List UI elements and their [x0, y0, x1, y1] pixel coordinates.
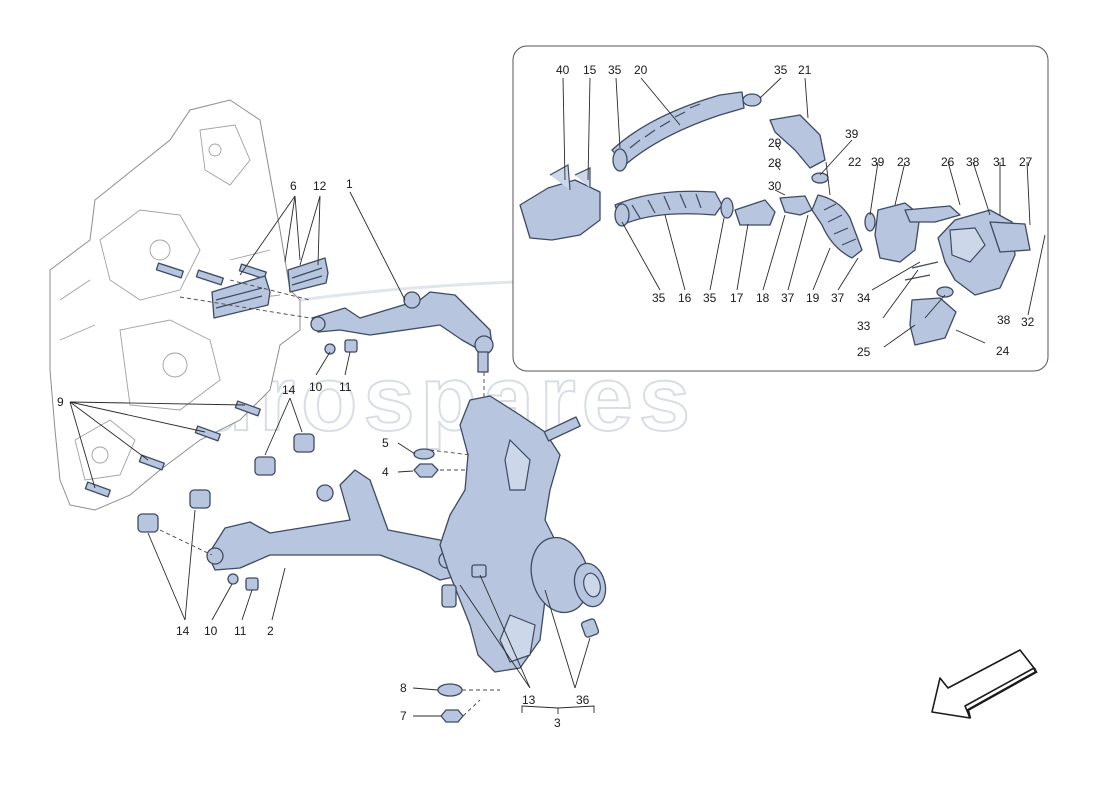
nut-11a — [344, 339, 358, 353]
callout-1: 1 — [346, 177, 353, 191]
lower-wishbone — [206, 469, 463, 581]
callout-25: 25 — [857, 345, 871, 359]
nut-4 — [413, 463, 439, 478]
callout-30: 30 — [768, 179, 782, 193]
callout-10-upper: 10 — [309, 380, 323, 394]
callout-6: 6 — [290, 179, 297, 193]
callout-13: 13 — [522, 693, 536, 707]
callout-37-b: 37 — [831, 291, 845, 305]
callout-22: 22 — [848, 155, 862, 169]
nut-7 — [440, 709, 464, 723]
callout-35-d: 35 — [703, 291, 717, 305]
callout-32: 32 — [1021, 315, 1035, 329]
callout-21: 21 — [798, 63, 812, 77]
callout-35-c: 35 — [652, 291, 666, 305]
callout-10-lower: 10 — [204, 624, 218, 638]
callout-38-b: 38 — [997, 313, 1011, 327]
washer-10b — [227, 573, 239, 585]
callout-31: 31 — [993, 155, 1007, 169]
callout-40: 40 — [556, 63, 570, 77]
callout-12: 12 — [313, 179, 327, 193]
callout-19: 19 — [806, 291, 820, 305]
callout-27: 27 — [1019, 155, 1033, 169]
callout-3: 3 — [554, 716, 561, 730]
callout-34: 34 — [857, 291, 871, 305]
upper-studs — [155, 262, 267, 286]
callout-4: 4 — [382, 465, 389, 479]
callout-28: 28 — [768, 156, 782, 170]
upright — [439, 395, 607, 673]
callout-14-lower: 14 — [176, 624, 190, 638]
callouts-main: 6 12 1 9 14 10 11 5 4 14 10 11 2 8 7 13 … — [57, 177, 590, 730]
detail-labels: 40 15 35 20 35 21 29 28 39 22 39 23 26 3… — [556, 63, 1035, 359]
leaders-main — [69, 191, 595, 717]
callout-8: 8 — [400, 681, 407, 695]
callout-7: 7 — [400, 709, 407, 723]
callout-39-a: 39 — [845, 127, 859, 141]
assembly-lines — [159, 279, 500, 717]
upper-shims — [211, 257, 329, 319]
callout-23: 23 — [897, 155, 911, 169]
nut-11b — [245, 577, 259, 591]
callout-11-upper: 11 — [339, 380, 352, 394]
bushings-lower — [137, 489, 211, 533]
callout-29: 29 — [768, 136, 782, 150]
washer-8 — [437, 683, 463, 697]
callout-24: 24 — [996, 344, 1010, 358]
callout-2: 2 — [267, 624, 274, 638]
callout-11-lower: 11 — [234, 624, 247, 638]
callout-36: 36 — [576, 693, 590, 707]
callout-35-b: 35 — [774, 63, 788, 77]
arrow-down-left-icon — [931, 649, 1038, 719]
callout-15: 15 — [583, 63, 597, 77]
callout-17: 17 — [730, 291, 744, 305]
callout-20: 20 — [634, 63, 648, 77]
pin-36 — [580, 618, 600, 638]
detail-box: 40 15 35 20 35 21 29 28 39 22 39 23 26 3… — [512, 45, 1049, 372]
callout-33: 33 — [857, 319, 871, 333]
washer-10a — [324, 343, 336, 355]
upper-wishbone — [310, 291, 494, 373]
washer-5 — [413, 448, 435, 460]
callout-16: 16 — [678, 291, 692, 305]
callout-5: 5 — [382, 436, 389, 450]
callout-35-a: 35 — [608, 63, 622, 77]
bushings-upper — [254, 433, 315, 476]
callout-9: 9 — [57, 395, 64, 409]
callout-39-b: 39 — [871, 155, 885, 169]
callout-38-a: 38 — [966, 155, 980, 169]
callout-26: 26 — [941, 155, 955, 169]
callout-18: 18 — [756, 291, 770, 305]
callout-14-upper: 14 — [282, 383, 296, 397]
callout-37-a: 37 — [781, 291, 795, 305]
